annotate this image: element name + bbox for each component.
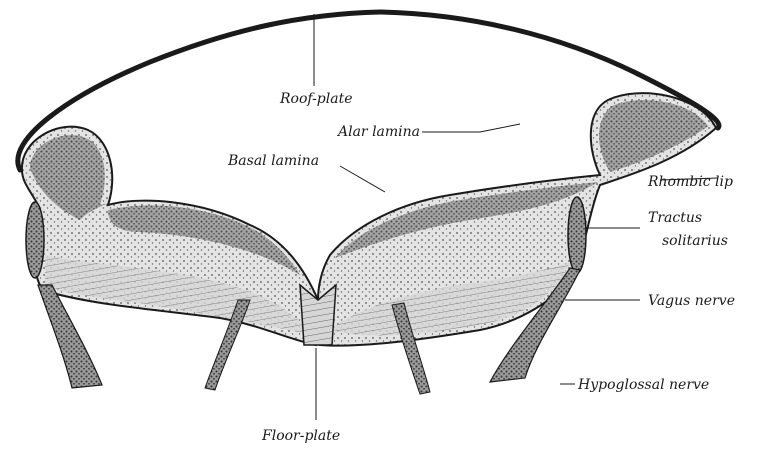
alar-lamina-label: Alar lamina xyxy=(336,124,420,140)
basal-lamina-leader xyxy=(340,166,385,192)
vagus-nerve-label: Vagus nerve xyxy=(648,293,735,309)
roof-plate-label: Roof-plate xyxy=(279,91,353,107)
rhombic-lip-label: Rhombic lip xyxy=(647,174,733,190)
basal-lamina-label: Basal lamina xyxy=(227,153,319,169)
left-tractus-solitarius xyxy=(26,202,44,278)
right-tractus-solitarius xyxy=(568,197,586,273)
floor-plate-label: Floor-plate xyxy=(261,428,340,444)
alar-lamina-leader xyxy=(422,124,520,132)
tractus-label-line2: solitarius xyxy=(662,233,728,249)
tractus-label-line1: Tractus xyxy=(648,210,702,226)
hypoglossal-nerve-label: Hypoglossal nerve xyxy=(577,377,709,393)
